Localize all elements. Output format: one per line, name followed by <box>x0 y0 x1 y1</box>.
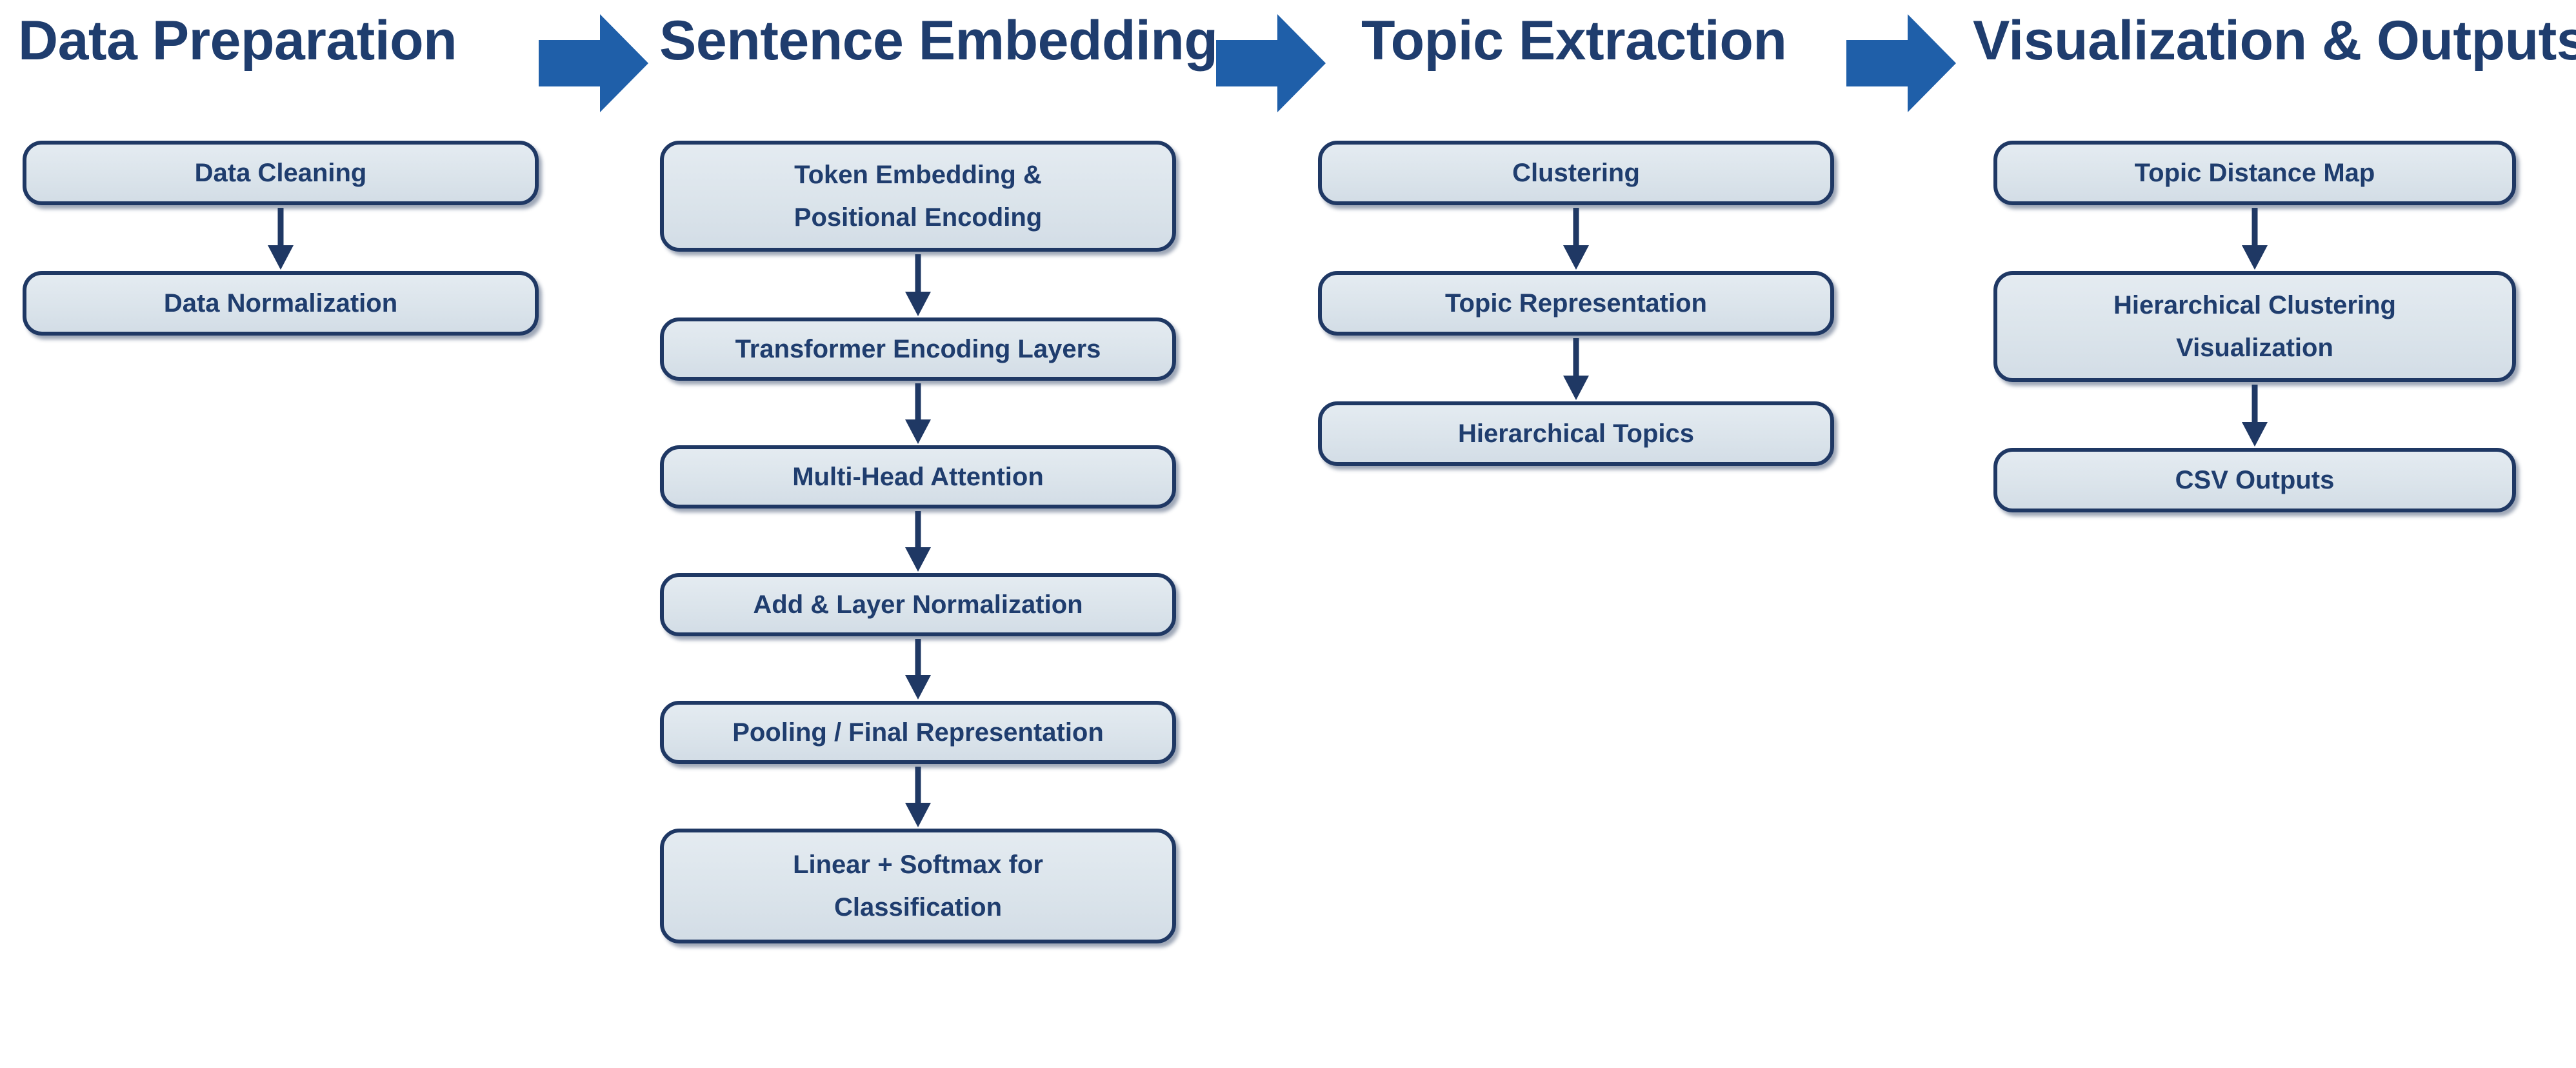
step-box-hierarchical-topics[interactable]: Hierarchical Topics <box>1318 401 1834 466</box>
step-box-data-normalization[interactable]: Data Normalization <box>23 271 539 336</box>
connector-arrow-down-2-5 <box>903 767 933 827</box>
step-label-line1: Token Embedding & <box>794 161 1042 189</box>
stage-arrow-right-icon-3 <box>1846 14 1956 112</box>
connector-arrow-down-2-1 <box>903 254 933 316</box>
step-box-linear-softmax-classification[interactable]: Linear + Softmax for Classification <box>660 829 1176 943</box>
connector-arrow-down-3-1 <box>1561 208 1591 270</box>
step-label: Multi-Head Attention <box>792 463 1044 491</box>
step-label: Add & Layer Normalization <box>753 590 1083 619</box>
step-label: Transformer Encoding Layers <box>735 335 1101 363</box>
connector-arrow-down-3-2 <box>1561 338 1591 400</box>
step-label-line1: Linear + Softmax for <box>793 851 1043 879</box>
step-box-add-layer-normalization[interactable]: Add & Layer Normalization <box>660 573 1176 636</box>
connector-arrow-down-4-1 <box>2240 208 2270 270</box>
step-box-csv-outputs[interactable]: CSV Outputs <box>1993 448 2516 512</box>
step-label: CSV Outputs <box>2175 466 2335 494</box>
stage-header-data-preparation: Data Preparation <box>18 10 457 72</box>
step-label-line2: Classification <box>834 893 1003 922</box>
step-label-line1: Hierarchical Clustering <box>2113 291 2396 319</box>
stage-header-visualization-outputs: Visualization & Outputs <box>1973 10 2576 72</box>
stage-header-topic-extraction: Topic Extraction <box>1361 10 1787 72</box>
step-box-clustering[interactable]: Clustering <box>1318 141 1834 205</box>
step-box-token-embedding-positional-encoding[interactable]: Token Embedding & Positional Encoding <box>660 141 1176 252</box>
step-box-data-cleaning[interactable]: Data Cleaning <box>23 141 539 205</box>
step-box-hierarchical-clustering-visualization[interactable]: Hierarchical Clustering Visualization <box>1993 271 2516 382</box>
stage-header-sentence-embedding: Sentence Embedding <box>659 10 1218 72</box>
step-box-transformer-encoding-layers[interactable]: Transformer Encoding Layers <box>660 317 1176 381</box>
step-label: Topic Representation <box>1445 289 1707 317</box>
connector-arrow-down-4-2 <box>2240 385 2270 447</box>
step-label: Data Cleaning <box>194 159 367 187</box>
step-box-multi-head-attention[interactable]: Multi-Head Attention <box>660 445 1176 509</box>
step-label: Clustering <box>1512 159 1640 187</box>
step-box-topic-representation[interactable]: Topic Representation <box>1318 271 1834 336</box>
step-label: Data Normalization <box>163 289 398 317</box>
connector-arrow-down-2-4 <box>903 639 933 700</box>
step-label: Hierarchical Topics <box>1457 419 1695 448</box>
step-label-line2: Positional Encoding <box>794 203 1043 232</box>
step-label: Topic Distance Map <box>2134 159 2375 187</box>
connector-arrow-down-2-2 <box>903 383 933 444</box>
connector-arrow-down-2-3 <box>903 511 933 572</box>
stage-arrow-right-icon-1 <box>539 14 648 112</box>
step-label: Pooling / Final Representation <box>732 718 1104 747</box>
step-box-topic-distance-map[interactable]: Topic Distance Map <box>1993 141 2516 205</box>
step-label-line2: Visualization <box>2176 334 2333 362</box>
step-box-pooling-final-representation[interactable]: Pooling / Final Representation <box>660 701 1176 764</box>
connector-arrow-down-1-1 <box>266 208 295 270</box>
stage-arrow-right-icon-2 <box>1216 14 1326 112</box>
